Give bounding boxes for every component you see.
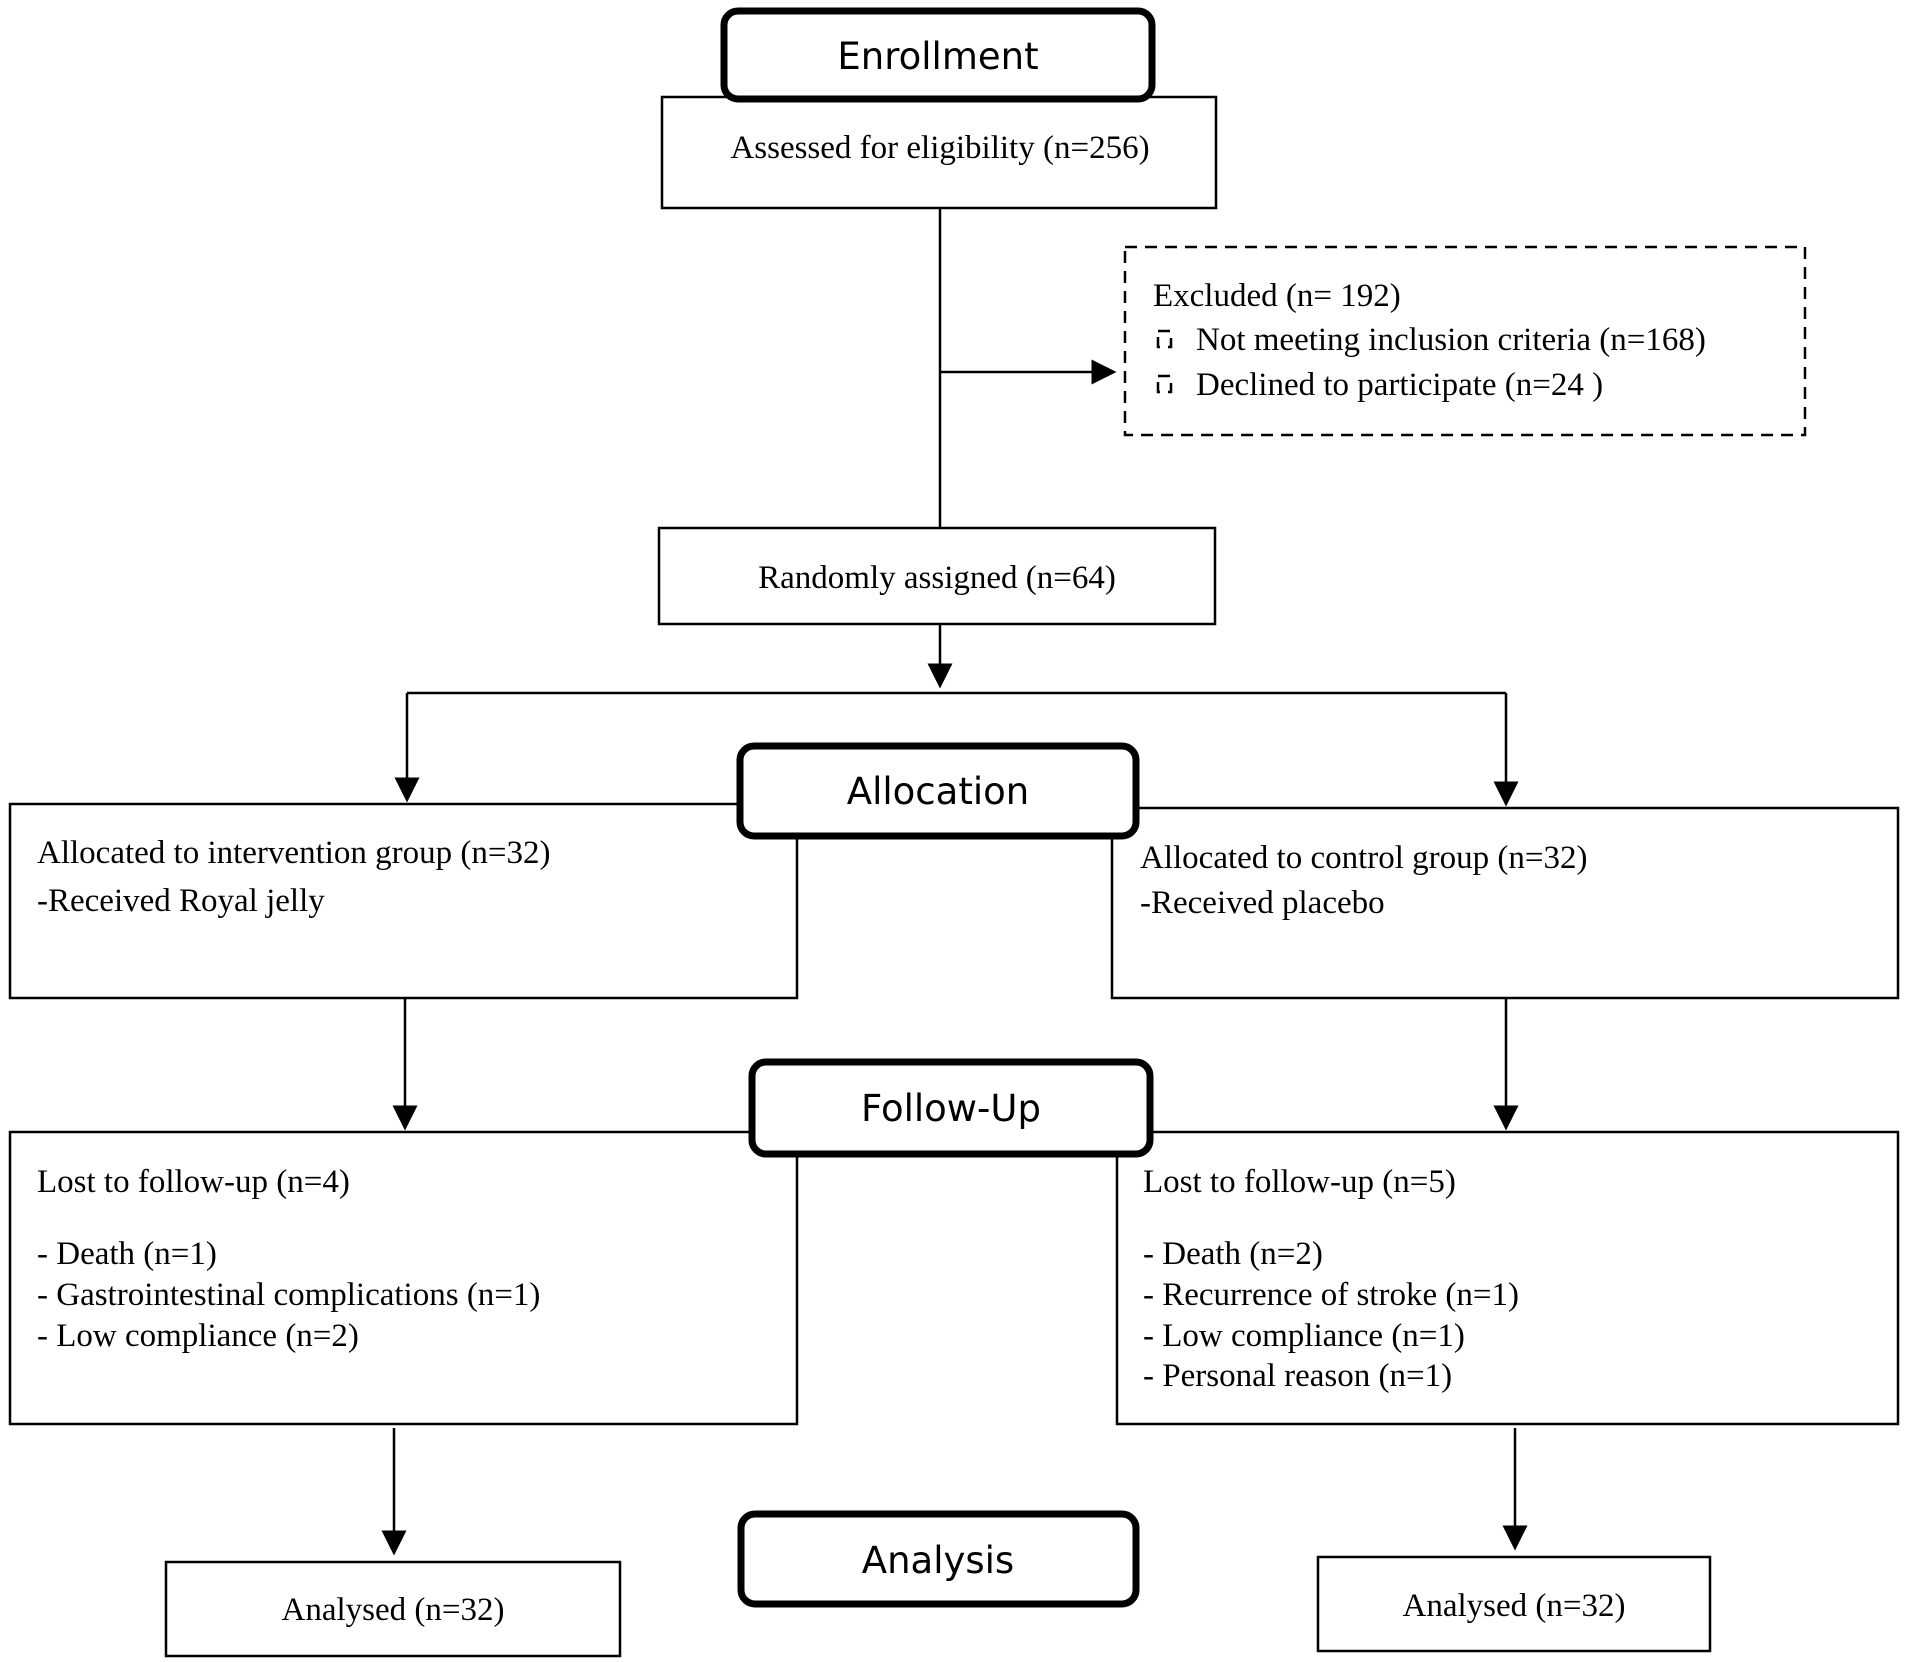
assessed-label: Assessed for eligibility (n=256): [730, 130, 1149, 166]
connectors: [381, 208, 1528, 1556]
stage-analysis: Analysis: [737, 1510, 1140, 1608]
randomized-label: Randomly assigned (n=64): [758, 560, 1116, 596]
randomized-box: Randomly assigned (n=64): [657, 526, 1217, 626]
intervention-lost-reason: - Gastrointestinal complications (n=1): [37, 1277, 540, 1313]
stage-enrollment: Enrollment: [720, 7, 1156, 103]
intervention-lost-reason: - Low compliance (n=2): [37, 1318, 359, 1354]
intervention-allocated-label: Allocated to intervention group (n=32): [37, 835, 550, 871]
excluded-title: Excluded (n= 192): [1153, 278, 1401, 314]
checkbox-icon: [1156, 374, 1173, 394]
control-lost-reason: - Low compliance (n=1): [1143, 1318, 1465, 1354]
stage-allocation-label: Allocation: [847, 770, 1029, 813]
intervention-analysed-label: Analysed (n=32): [282, 1592, 505, 1628]
excluded-item: Not meeting inclusion criteria (n=168): [1196, 322, 1706, 358]
intervention-analysed-box: Analysed (n=32): [164, 1560, 622, 1658]
intervention-received-label: -Received Royal jelly: [37, 883, 325, 919]
control-lost-reason: - Personal reason (n=1): [1143, 1358, 1452, 1394]
control-analysed-box: Analysed (n=32): [1316, 1555, 1712, 1653]
intervention-lost-label: Lost to follow-up (n=4): [37, 1164, 350, 1200]
stage-allocation: Allocation: [736, 742, 1140, 840]
control-lost-reason: - Recurrence of stroke (n=1): [1143, 1277, 1519, 1313]
control-received-label: -Received placebo: [1140, 885, 1385, 921]
control-lost-label: Lost to follow-up (n=5): [1143, 1164, 1456, 1200]
control-analysed-label: Analysed (n=32): [1403, 1588, 1626, 1624]
checkbox-icon: [1156, 329, 1173, 349]
intervention-lost-reason: - Death (n=1): [37, 1236, 217, 1272]
control-allocated-label: Allocated to control group (n=32): [1140, 840, 1588, 876]
stage-analysis-label: Analysis: [862, 1539, 1014, 1582]
assessed-box: Assessed for eligibility (n=256): [660, 95, 1218, 210]
excluded-item: Declined to participate (n=24 ): [1196, 367, 1603, 403]
stage-follow-up: Follow-Up: [748, 1058, 1154, 1158]
control-allocation-box: Allocated to control group (n=32) -Recei…: [1110, 806, 1900, 1000]
stage-follow-up-label: Follow-Up: [861, 1087, 1041, 1130]
control-lost-reason: - Death (n=2): [1143, 1236, 1323, 1272]
excluded-box: Excluded (n= 192) Not meeting inclusion …: [1123, 245, 1807, 437]
control-followup-box: Lost to follow-up (n=5) - Death (n=2) - …: [1115, 1130, 1900, 1426]
intervention-followup-box: Lost to follow-up (n=4) - Death (n=1) - …: [8, 1130, 799, 1426]
intervention-allocation-box: Allocated to intervention group (n=32) -…: [8, 802, 799, 1000]
stage-enrollment-label: Enrollment: [837, 35, 1038, 78]
